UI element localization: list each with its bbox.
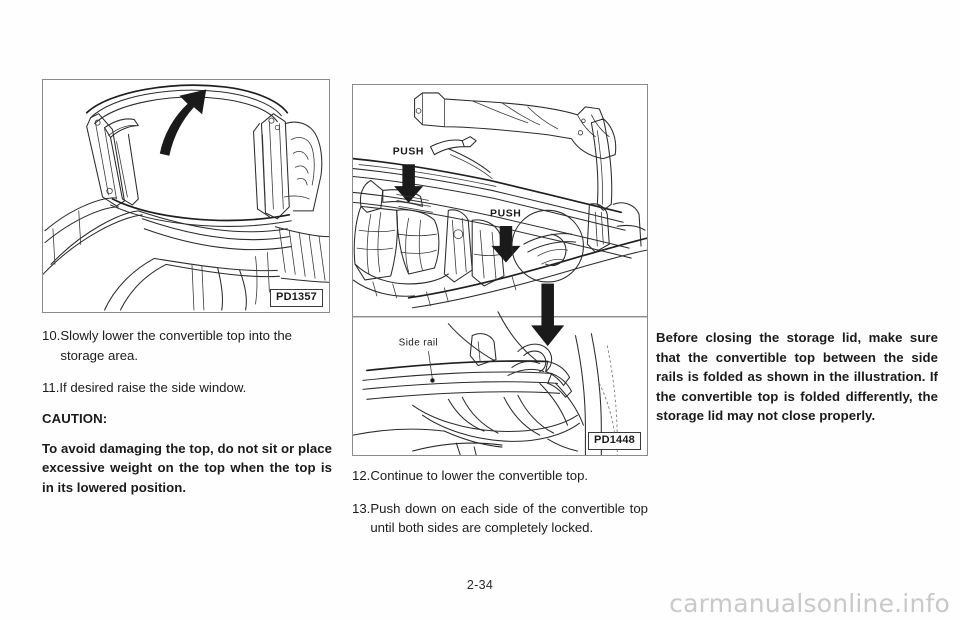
figure-code-left: PD1357 <box>270 289 323 307</box>
storage-lid-note-text: Before closing the storage lid, make sur… <box>656 330 938 423</box>
middle-text-column: 12. Continue to lower the convertible to… <box>352 466 648 538</box>
caution-heading: CAUTION: <box>42 410 108 426</box>
figure-middle-drawing: PUSH PUSH <box>353 92 647 455</box>
figure-left-drawing <box>43 84 329 311</box>
step-13-text: Push down on each side of the convertibl… <box>370 500 648 536</box>
step-12: 12. Continue to lower the convertible to… <box>352 466 648 486</box>
step-11: 11. If desired raise the side window. <box>42 378 332 398</box>
left-text-column: 10. Slowly lower the convertible top int… <box>42 326 332 497</box>
step-12-number: 12. <box>352 468 371 483</box>
figure-convertible-top-frame: PD1357 <box>42 79 330 313</box>
step-10: 10. Slowly lower the convertible top int… <box>42 326 332 365</box>
caution-text: To avoid damaging the top, do not sit or… <box>42 440 332 495</box>
page-number: 2-34 <box>466 578 494 592</box>
right-text-column: Before closing the storage lid, make sur… <box>656 328 938 426</box>
step-13-number: 13. <box>352 500 371 516</box>
side-rail-label-text: Side rail <box>399 338 438 349</box>
step-11-number: 11. <box>42 380 60 395</box>
push-label-left-text: PUSH <box>393 147 424 158</box>
figure-push-side-rails: PUSH PUSH <box>352 84 648 456</box>
step-11-text: If desired raise the side window. <box>59 380 247 395</box>
step-12-text: Continue to lower the convertible top. <box>370 468 589 483</box>
push-label-right-text: PUSH <box>490 208 521 219</box>
step-13: 13. Push down on each side of the conver… <box>352 499 648 538</box>
step-10-text: Slowly lower the convertible top into th… <box>60 328 292 363</box>
step-10-number: 10. <box>42 328 61 343</box>
watermark: carmanualsonline.info <box>669 589 950 618</box>
figure-code-middle: PD1448 <box>588 432 641 450</box>
